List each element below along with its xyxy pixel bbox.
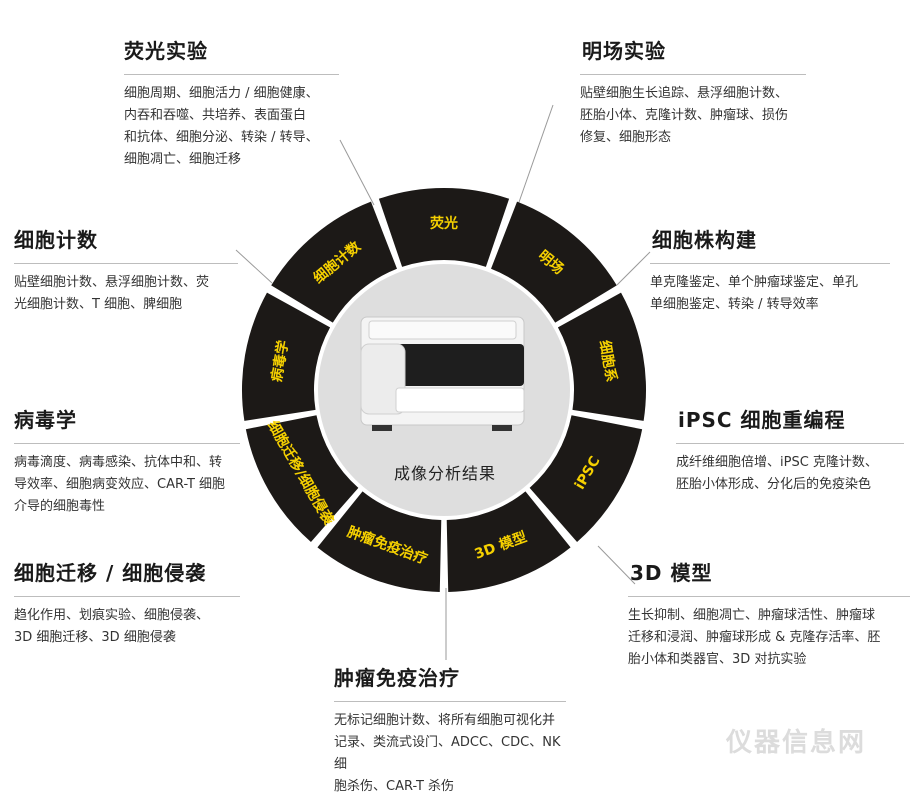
block-3d-model: 3D 模型 生长抑制、细胞凋亡、肿瘤球活性、肿瘤球 迁移和浸润、肿瘤球形成 & … <box>628 557 910 671</box>
block-line: 细胞周期、细胞活力 / 细胞健康、 <box>124 83 339 105</box>
block-line: 单克隆鉴定、单个肿瘤球鉴定、单孔 <box>650 272 890 294</box>
leader-brightfield <box>518 105 553 205</box>
block-title: 细胞计数 <box>14 224 238 253</box>
block-line: 无标记细胞计数、将所有细胞可视化并 <box>334 710 566 732</box>
block-line: 胚胎小体形成、分化后的免疫染色 <box>676 474 904 496</box>
block-title: 细胞株构建 <box>650 224 890 253</box>
block-line: 光细胞计数、T 细胞、脾细胞 <box>14 294 238 316</box>
divider <box>124 74 339 75</box>
block-title: 明场实验 <box>580 35 806 64</box>
block-line: 胞杀伤、CAR-T 杀伤 <box>334 776 566 798</box>
block-title: 肿瘤免疫治疗 <box>334 662 566 691</box>
block-title: iPSC 细胞重编程 <box>676 404 904 433</box>
block-counting: 细胞计数 贴壁细胞计数、悬浮细胞计数、荧 光细胞计数、T 细胞、脾细胞 <box>14 224 238 316</box>
divider <box>334 701 566 702</box>
block-line: 3D 细胞迁移、3D 细胞侵袭 <box>14 627 240 649</box>
divider <box>580 74 806 75</box>
block-line: 记录、类流式设门、ADCC、CDC、NK 细 <box>334 732 566 776</box>
block-cellline: 细胞株构建 单克隆鉴定、单个肿瘤球鉴定、单孔 单细胞鉴定、转染 / 转导效率 <box>650 224 890 316</box>
divider <box>650 263 890 264</box>
divider <box>14 263 238 264</box>
block-line: 单细胞鉴定、转染 / 转导效率 <box>650 294 890 316</box>
block-fluorescence: 荧光实验 细胞周期、细胞活力 / 细胞健康、 内吞和吞噬、共培养、表面蛋白 和抗… <box>124 35 339 171</box>
block-line: 细胞凋亡、细胞迁移 <box>124 149 339 171</box>
block-line: 胚胎小体、克隆计数、肿瘤球、损伤 <box>580 105 806 127</box>
block-line: 和抗体、细胞分泌、转染 / 转导、 <box>124 127 339 149</box>
center-title: 成像分析结果 <box>370 460 520 484</box>
block-line: 胎小体和类器官、3D 对抗实验 <box>628 649 910 671</box>
leader-counting <box>236 250 272 283</box>
block-title: 3D 模型 <box>628 557 910 586</box>
divider <box>628 596 910 597</box>
block-line: 成纤维细胞倍增、iPSC 克隆计数、 <box>676 452 904 474</box>
block-ipsc: iPSC 细胞重编程 成纤维细胞倍增、iPSC 克隆计数、 胚胎小体形成、分化后… <box>676 404 904 496</box>
divider <box>676 443 904 444</box>
divider <box>14 596 240 597</box>
block-line: 介导的细胞毒性 <box>14 496 240 518</box>
block-immunotherapy: 肿瘤免疫治疗 无标记细胞计数、将所有细胞可视化并 记录、类流式设门、ADCC、C… <box>334 662 566 798</box>
block-title: 病毒学 <box>14 404 240 433</box>
block-virology: 病毒学 病毒滴度、病毒感染、抗体中和、转 导效率、细胞病变效应、CAR-T 细胞… <box>14 404 240 518</box>
block-line: 迁移和浸润、肿瘤球形成 & 克隆存活率、胚 <box>628 627 910 649</box>
imaging-instrument-illustration <box>361 317 524 431</box>
block-line: 导效率、细胞病变效应、CAR-T 细胞 <box>14 474 240 496</box>
block-line: 生长抑制、细胞凋亡、肿瘤球活性、肿瘤球 <box>628 605 910 627</box>
block-line: 内吞和吞噬、共培养、表面蛋白 <box>124 105 339 127</box>
leader-fluorescence <box>340 140 374 205</box>
block-title: 荧光实验 <box>124 35 339 64</box>
block-line: 修复、细胞形态 <box>580 127 806 149</box>
ring-label-fluorescence: 荧光 <box>430 215 458 232</box>
block-brightfield: 明场实验 贴壁细胞生长追踪、悬浮细胞计数、 胚胎小体、克隆计数、肿瘤球、损伤 修… <box>580 35 806 149</box>
block-line: 病毒滴度、病毒感染、抗体中和、转 <box>14 452 240 474</box>
divider <box>14 443 240 444</box>
block-line: 贴壁细胞生长追踪、悬浮细胞计数、 <box>580 83 806 105</box>
watermark-logo: 仪器信息网 <box>726 722 866 759</box>
block-line: 趋化作用、划痕实验、细胞侵袭、 <box>14 605 240 627</box>
block-migration: 细胞迁移 / 细胞侵袭 趋化作用、划痕实验、细胞侵袭、 3D 细胞迁移、3D 细… <box>14 557 240 649</box>
block-title: 细胞迁移 / 细胞侵袭 <box>14 557 240 586</box>
block-line: 贴壁细胞计数、悬浮细胞计数、荧 <box>14 272 238 294</box>
leader-cellline <box>617 252 650 285</box>
